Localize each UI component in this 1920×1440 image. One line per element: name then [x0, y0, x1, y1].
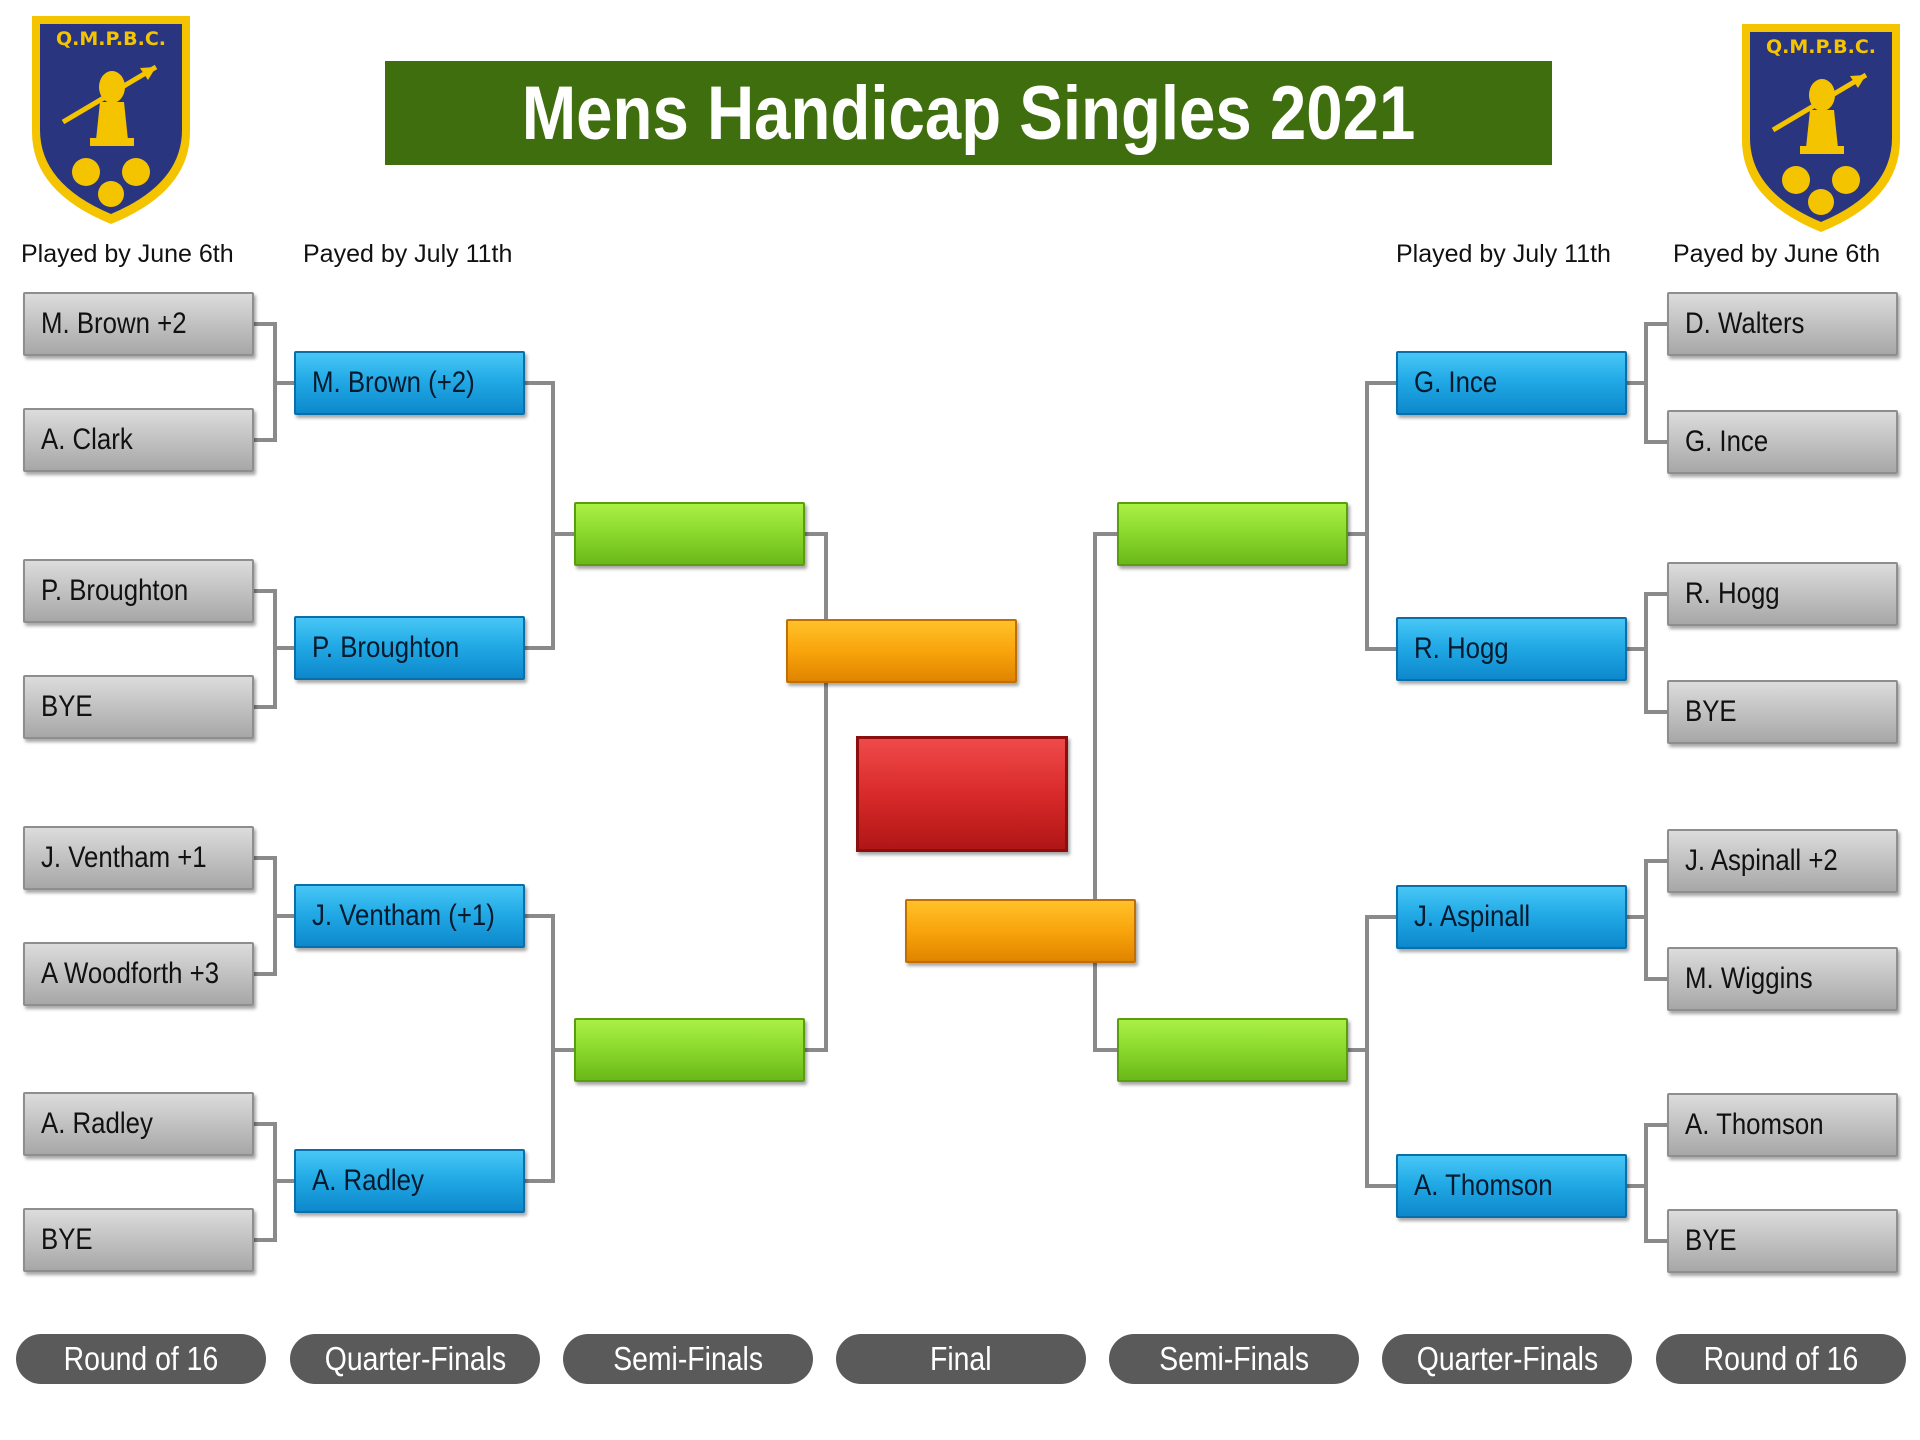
r16-left-slot: A Woodforth +3 — [23, 942, 254, 1006]
connector-left-r16-4 — [254, 1122, 295, 1242]
r16-right-slot: G. Ince — [1667, 410, 1898, 474]
round-label: Round of 16 — [16, 1334, 266, 1384]
r16-right-slot: J. Aspinall +2 — [1667, 829, 1898, 893]
club-crest-left: Q.M.P.B.C. — [28, 12, 194, 228]
round-label: Semi-Finals — [563, 1334, 813, 1384]
connector-left-sf — [788, 532, 828, 1052]
round-label: Quarter-Finals — [290, 1334, 540, 1384]
qf-left-slot: A. Radley — [294, 1149, 525, 1213]
connector-left-qf-2 — [525, 914, 575, 1183]
round-label: Round of 16 — [1656, 1334, 1906, 1384]
club-crest-right: Q.M.P.B.C. — [1738, 20, 1904, 236]
round-label: Quarter-Finals — [1382, 1334, 1632, 1384]
header-left-r16: Played by June 6th — [21, 240, 234, 268]
sf-right-slot — [1117, 1018, 1348, 1082]
sf-left-slot — [574, 1018, 805, 1082]
connector-right-qf-1 — [1347, 381, 1396, 651]
connector-right-r16-2 — [1626, 592, 1668, 714]
connector-right-sf — [1093, 532, 1134, 1052]
connector-right-qf-2 — [1347, 915, 1396, 1188]
r16-right-slot: A. Thomson — [1667, 1093, 1898, 1157]
qf-right-slot: G. Ince — [1396, 351, 1627, 415]
crest-text: Q.M.P.B.C. — [1765, 36, 1876, 58]
qf-left-slot: P. Broughton — [294, 616, 525, 680]
title-banner: Mens Handicap Singles 2021 — [385, 61, 1552, 165]
r16-right-slot: M. Wiggins — [1667, 947, 1898, 1011]
r16-left-slot: P. Broughton — [23, 559, 254, 623]
qf-right-slot: R. Hogg — [1396, 617, 1627, 681]
sf-right-slot — [1117, 502, 1348, 566]
r16-right-slot: BYE — [1667, 1209, 1898, 1273]
connector-left-r16-3 — [254, 856, 295, 976]
connector-left-r16-2 — [254, 589, 295, 709]
final-slot-right — [905, 899, 1136, 963]
r16-right-slot: R. Hogg — [1667, 562, 1898, 626]
connector-right-r16-4 — [1626, 1123, 1668, 1243]
header-right-r16: Payed by June 6th — [1673, 240, 1881, 268]
connector-right-r16-3 — [1626, 859, 1668, 981]
round-label: Semi-Finals — [1109, 1334, 1359, 1384]
connector-left-qf-1 — [525, 381, 575, 650]
champion-slot — [856, 736, 1068, 852]
qf-right-slot: A. Thomson — [1396, 1154, 1627, 1218]
r16-left-slot: BYE — [23, 675, 254, 739]
sf-left-slot — [574, 502, 805, 566]
header-right-qf: Played by July 11th — [1396, 240, 1611, 268]
header-left-qf: Payed by July 11th — [303, 240, 513, 268]
r16-left-slot: A. Radley — [23, 1092, 254, 1156]
r16-left-slot: J. Ventham +1 — [23, 826, 254, 890]
connector-right-r16-1 — [1626, 322, 1668, 444]
r16-right-slot: D. Walters — [1667, 292, 1898, 356]
connector-left-r16-1 — [254, 322, 295, 442]
r16-left-slot: BYE — [23, 1208, 254, 1272]
qf-left-slot: J. Ventham (+1) — [294, 884, 525, 948]
r16-left-slot: A. Clark — [23, 408, 254, 472]
round-label: Final — [836, 1334, 1086, 1384]
final-slot-left — [786, 619, 1017, 683]
qf-left-slot: M. Brown (+2) — [294, 351, 525, 415]
qf-right-slot: J. Aspinall — [1396, 885, 1627, 949]
crest-shield-icon — [32, 16, 190, 224]
r16-left-slot: M. Brown +2 — [23, 292, 254, 356]
crest-shield-icon — [1742, 24, 1900, 232]
r16-right-slot: BYE — [1667, 680, 1898, 744]
page-title: Mens Handicap Singles 2021 — [521, 70, 1416, 156]
crest-text: Q.M.P.B.C. — [55, 28, 166, 50]
